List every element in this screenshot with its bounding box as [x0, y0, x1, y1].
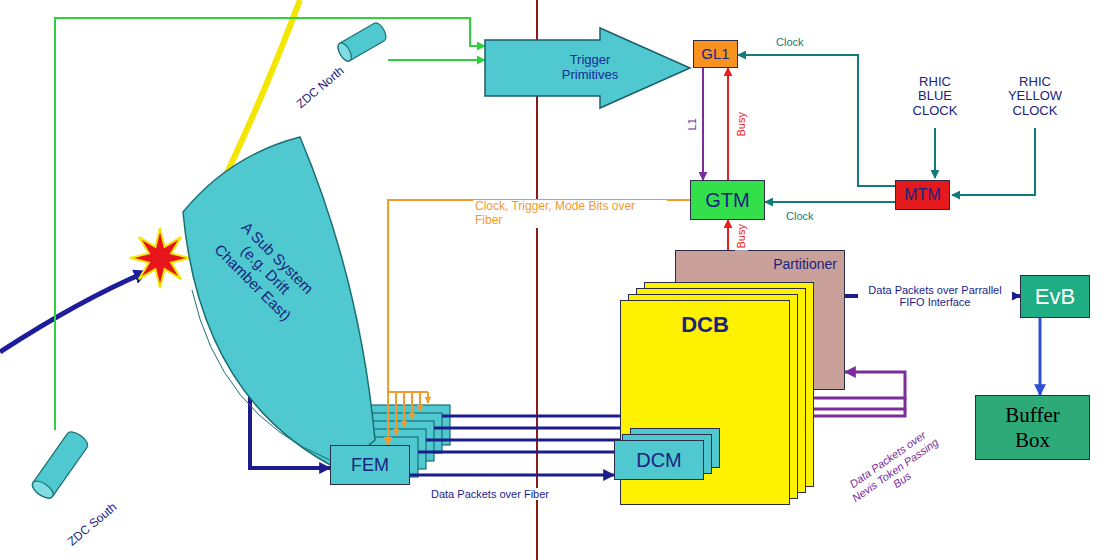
zdc-detector: ZDC South — [30, 430, 130, 555]
cylinder-symbol — [335, 21, 388, 63]
bus-lines — [812, 398, 905, 416]
connector — [702, 68, 704, 180]
connector — [727, 220, 729, 250]
connector-label: Busy — [735, 110, 748, 138]
storage-box: Buffer Box — [975, 395, 1090, 460]
connector — [410, 474, 614, 477]
subsystem-edge — [192, 290, 330, 460]
collector-board: DCB DCM — [620, 300, 790, 505]
node-text: Trigger Primitives — [545, 53, 635, 83]
connector — [388, 59, 485, 61]
fiber-lines — [418, 416, 625, 452]
collector-module: DCM — [614, 440, 704, 480]
signal-name: RHIC YELLOW CLOCK — [1003, 75, 1067, 120]
timing-box: GTM — [690, 180, 765, 220]
event-builder-box: EvB — [1020, 275, 1090, 318]
detector-subsystem: A Sub System (e.g. Drift Chamber East) — [180, 130, 375, 395]
connector — [727, 68, 729, 180]
connector-label: Data Packets over Nevis Token Passing Bu… — [837, 422, 952, 518]
zdc-detector: ZDC North — [296, 28, 388, 118]
connector-label: Clock — [784, 210, 816, 223]
clock-lines — [935, 128, 1035, 195]
collision-star — [130, 228, 190, 288]
node-text: GTM — [705, 189, 749, 212]
timing-box: MTM — [895, 180, 950, 210]
connector-label: Clock, Trigger, Mode Bits over Fiber — [473, 200, 667, 228]
subsystem-shape — [183, 137, 375, 470]
node-text: DCM — [636, 449, 682, 472]
fiber-lines — [388, 392, 428, 435]
cylinder-symbol — [30, 429, 91, 502]
node-text: DCB — [681, 312, 729, 337]
node-text: FEM — [351, 455, 389, 476]
node-text: GL1 — [701, 45, 729, 62]
trigger-box: GL1 — [693, 40, 738, 68]
connector — [738, 55, 895, 186]
node-text: EvB — [1035, 284, 1075, 309]
node-text: ZDC North — [294, 64, 347, 111]
connector-label: Data Packets over Parrallel FIFO Interfa… — [858, 284, 1012, 309]
node-text: Buffer Box — [993, 403, 1073, 451]
connector — [1039, 318, 1042, 395]
node-text: Partitioner — [773, 256, 837, 272]
connector-label: Busy — [735, 222, 748, 250]
front-end-module: FEM — [330, 445, 410, 485]
beam-arrow — [0, 272, 146, 352]
node-text: MTM — [904, 186, 940, 204]
signal-name: RHIC BLUE CLOCK — [908, 75, 963, 120]
trigger-arrow: Trigger Primitives — [485, 28, 690, 108]
connector-label: Data Packets over Fiber — [423, 488, 557, 501]
connector — [765, 201, 895, 203]
connector-label: L1 — [686, 116, 699, 132]
arrow-shape — [485, 28, 690, 108]
node-text: ZDC South — [65, 501, 119, 550]
connector-label: Clock — [774, 36, 806, 49]
